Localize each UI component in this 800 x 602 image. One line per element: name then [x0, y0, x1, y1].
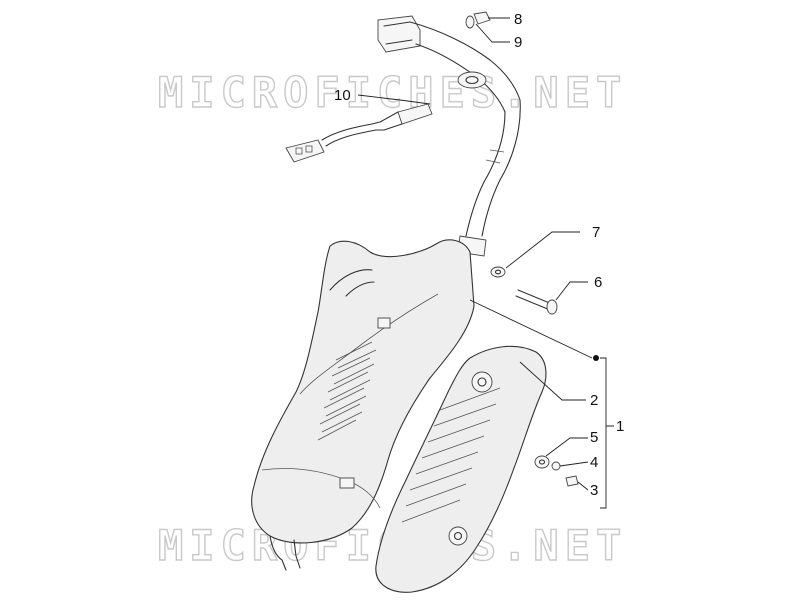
callout-6: 6 — [594, 274, 602, 291]
callout-8: 8 — [514, 11, 522, 28]
callout-2: 2 — [590, 392, 598, 409]
callout-7: 7 — [592, 224, 600, 241]
bolt-6 — [515, 289, 558, 315]
leader-lines — [357, 17, 614, 509]
callout-1: 1 — [616, 418, 624, 435]
washer-5 — [534, 455, 550, 469]
screw-3 — [565, 475, 579, 487]
lambda-sensor — [285, 103, 433, 163]
callout-4: 4 — [590, 454, 598, 471]
callout-5: 5 — [590, 429, 598, 446]
callout-3: 3 — [590, 482, 598, 499]
nut-and-washer — [465, 11, 491, 29]
callout-10: 10 — [334, 87, 351, 104]
washer-4 — [551, 461, 561, 471]
callout-9: 9 — [514, 34, 522, 51]
washer-7 — [490, 266, 506, 278]
watermark-top: MICROFICHES.NET — [158, 68, 627, 117]
muffler-body — [251, 239, 475, 571]
exhaust-pipe — [377, 15, 521, 257]
heat-shield — [375, 345, 547, 593]
